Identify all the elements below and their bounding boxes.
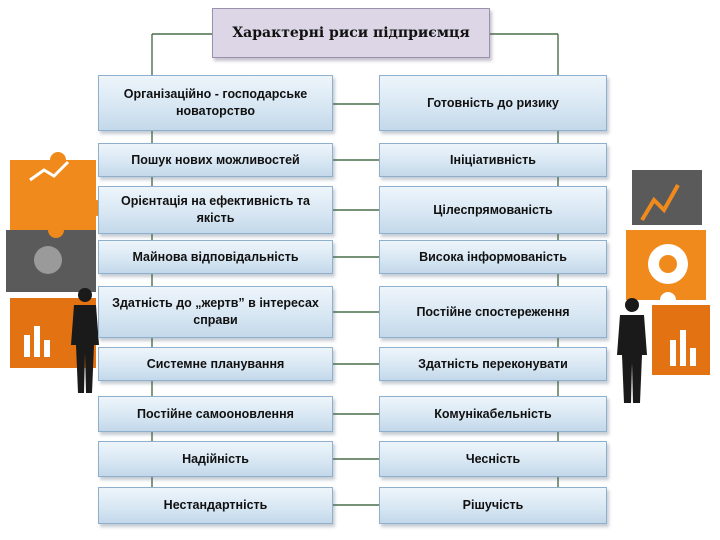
left-trait-box: Організаційно - господарське новаторство xyxy=(98,75,333,131)
right-trait-box: Ініціативність xyxy=(379,143,607,177)
businessman-figure-right-icon xyxy=(617,298,647,403)
left-trait-box: Орієнтація на ефективність та якість xyxy=(98,186,333,234)
right-trait-box: Рішучість xyxy=(379,487,607,524)
businessman-figure-left-icon xyxy=(71,288,99,393)
left-trait-box: Системне планування xyxy=(98,347,333,381)
left-trait-box: Надійність xyxy=(98,441,333,477)
left-trait-box: Здатність до „жертв” в інтересах справи xyxy=(98,286,333,338)
right-trait-box: Висока інформованість xyxy=(379,240,607,274)
right-trait-box: Чесність xyxy=(379,441,607,477)
left-trait-box: Пошук нових можливостей xyxy=(98,143,333,177)
left-trait-box: Постійне самооновлення xyxy=(98,396,333,432)
puzzle-decoration-right-icon xyxy=(626,170,710,375)
right-trait-box: Здатність переконувати xyxy=(379,347,607,381)
left-trait-box: Нестандартність xyxy=(98,487,333,524)
right-trait-box: Готовність до ризику xyxy=(379,75,607,131)
left-trait-box: Майнова відповідальність xyxy=(98,240,333,274)
puzzle-decoration-left-icon xyxy=(6,152,104,368)
right-trait-box: Комунікабельність xyxy=(379,396,607,432)
diagram-title: Характерні риси підприємця xyxy=(212,8,490,58)
right-trait-box: Цілеспрямованість xyxy=(379,186,607,234)
right-trait-box: Постійне спостереження xyxy=(379,286,607,338)
